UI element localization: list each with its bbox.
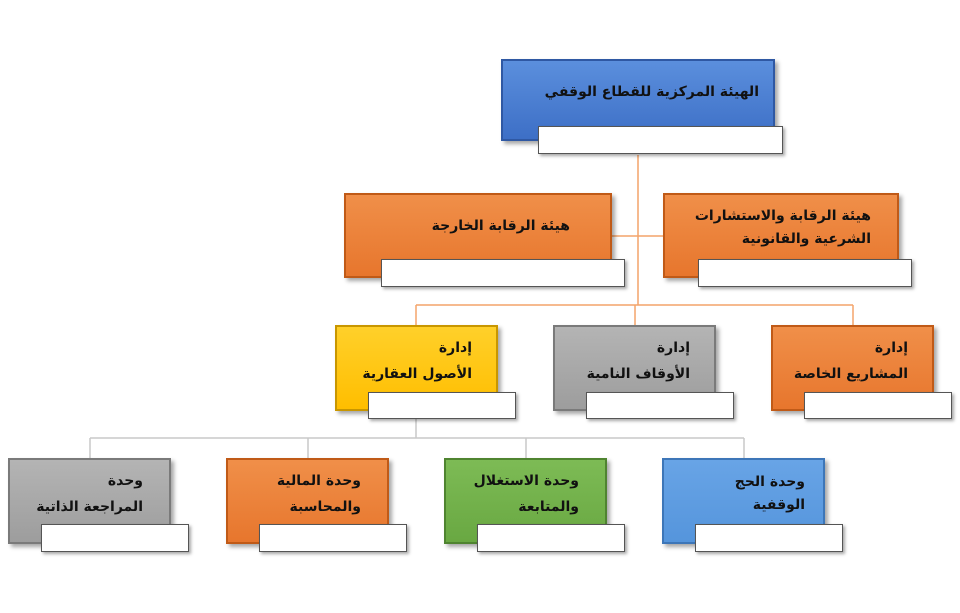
external-audit-label: هيئة الرقابة الخارجة [431, 218, 570, 234]
root-subtitle-box [538, 126, 783, 154]
dept-private-subtitle-box [804, 392, 952, 419]
dept-growing-subtitle-box [586, 392, 734, 419]
legal-supervision-subtitle-box [698, 259, 912, 287]
dept-private-label: إدارة المشاريع الخاصة [793, 340, 908, 382]
unit-hajj-label: وحدة الحج الوقفية [734, 474, 805, 513]
unit-finance-label: وحدة المالية والمحاسبة [276, 473, 361, 515]
unit-investment-label: وحدة الاستغلال والمتابعة [473, 473, 579, 515]
dept-real-estate-label: إدارة الأصول العقارية [362, 340, 472, 382]
unit-internal-audit-subtitle-box [41, 524, 189, 552]
external-audit-subtitle-box [381, 259, 625, 287]
unit-hajj-subtitle-box [695, 524, 843, 552]
unit-internal-audit-label: وحدة المراجعة الذاتية [36, 473, 143, 515]
unit-investment-subtitle-box [477, 524, 625, 552]
legal-supervision-label: هيئة الرقابة والاستشارات الشرعية والقانو… [694, 207, 871, 247]
unit-finance-subtitle-box [259, 524, 407, 552]
root-label: الهيئة المركزية للقطاع الوقفي [544, 83, 759, 100]
dept-real-estate-subtitle-box [368, 392, 516, 419]
dept-growing-label: إدارة الأوقاف النامية [586, 340, 690, 382]
